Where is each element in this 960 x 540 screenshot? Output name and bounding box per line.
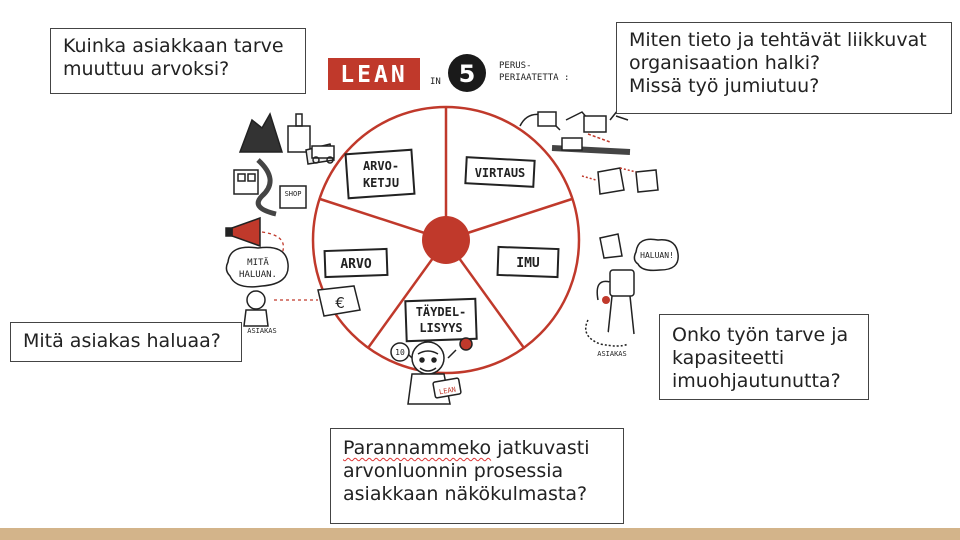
person-right: ASIAKAS — [585, 233, 635, 358]
principles-line-1: PERUS- — [499, 61, 532, 71]
principles-wheel — [311, 105, 581, 375]
svg-text:ASIAKAS: ASIAKAS — [597, 350, 627, 358]
svg-text:10: 10 — [395, 348, 405, 357]
question-pull-box: Onko työn tarve ja kapasiteetti imuohjau… — [659, 314, 869, 400]
shop-sign-text: SHOP — [285, 190, 302, 198]
segment-arvo: ARVO — [323, 247, 389, 279]
speech-bubble-left: MITÄ HALUAN. — [225, 246, 289, 288]
question-value-box: Kuinka asiakkaan tarve muuttuu arvoksi? — [50, 28, 306, 94]
balloon-ten: 10 — [390, 342, 410, 362]
lean-logo-text: LEAN — [340, 62, 407, 88]
flow-illustration — [519, 109, 659, 195]
svg-text:MITÄ: MITÄ — [247, 257, 269, 268]
principles-line-2: PERIAATETTA : — [499, 73, 569, 83]
svg-text:VIRTAUS: VIRTAUS — [475, 166, 526, 180]
person-left: ASIAKAS — [243, 290, 277, 335]
svg-text:ASIAKAS: ASIAKAS — [247, 327, 277, 335]
segment-virtaus: VIRTAUS — [464, 156, 536, 188]
euro-sign: € — [335, 294, 345, 312]
bottom-bar — [0, 528, 960, 540]
in-word: IN — [430, 77, 441, 87]
segment-imu: IMU — [496, 245, 560, 279]
svg-text:KETJU: KETJU — [363, 176, 399, 190]
shop-building: SHOP — [279, 185, 307, 209]
price-tag-icon: € — [317, 285, 361, 317]
value-chain-illustration — [233, 112, 335, 217]
question-flow-box: Miten tieto ja tehtävät liikkuvat organi… — [616, 22, 952, 114]
number-five: 5 — [459, 60, 476, 88]
question-perfection-box: Parannammeko jatkuvasti arvonluonnin pro… — [330, 428, 624, 524]
svg-text:LISYYS: LISYYS — [419, 321, 462, 335]
svg-text:TÄYDEL-: TÄYDEL- — [416, 304, 467, 319]
child-sign-text: LEAN — [439, 386, 457, 397]
question-customer-box: Mitä asiakas haluaa? — [10, 322, 242, 362]
number-circle — [448, 54, 486, 92]
megaphone-icon — [225, 216, 261, 248]
wheel-hub — [422, 216, 470, 264]
question-perfection-text: jatkuvasti arvonluonnin prosessia asiakk… — [343, 437, 590, 505]
segment-arvoketju: ARVO- KETJU — [344, 148, 416, 200]
svg-text:IMU: IMU — [516, 256, 540, 271]
svg-text:ARVO-: ARVO- — [363, 159, 399, 173]
lean-logo-box — [328, 58, 420, 90]
spellcheck-word: Parannammeko — [343, 437, 492, 459]
svg-text:HALUAN!: HALUAN! — [640, 251, 674, 260]
speech-bubble-right: HALUAN! — [633, 238, 679, 272]
segment-taydellisyys: TÄYDEL- LISYYS — [404, 297, 478, 343]
svg-text:HALUAN.: HALUAN. — [239, 270, 277, 280]
svg-text:ARVO: ARVO — [340, 257, 371, 272]
